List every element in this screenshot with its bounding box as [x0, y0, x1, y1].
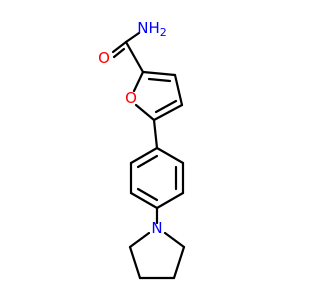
amide-nh-text: NH: [137, 19, 160, 37]
pyrrolidine-nitrogen-label: N: [151, 219, 162, 237]
bond-furan-c5-to-phenyl: [152, 118, 159, 150]
bond-pyrrolidine-bottom-left-c-to-left-c: [128, 245, 142, 280]
molecule-structure-diagram: NH2 O O N: [98, 19, 186, 280]
bond-benzene-6-1-double: [136, 154, 159, 169]
bond-benzene-4-5-double: [136, 187, 159, 202]
bond-carbonyl-c-to-furan-c2: [124, 40, 145, 74]
bond-furan-c2-to-c3: [141, 70, 177, 77]
bond-pyrrolidine-left-c-to-n: [128, 231, 151, 249]
furan-oxygen-label: O: [125, 89, 137, 107]
bond-pyrrolidine-n-to-right-c: [163, 231, 186, 249]
amide-nh2-label: NH2: [137, 19, 167, 39]
bond-furan-c2-to-o: [132, 70, 145, 93]
bond-furan-c4-to-c5: [152, 103, 184, 122]
carbonyl-oxygen-label: O: [98, 49, 110, 67]
bond-benzene-4-5: [129, 191, 159, 210]
bond-benzene-3-4: [155, 191, 185, 210]
atom-labels: NH2 O O N: [98, 19, 167, 237]
bond-pyrrolidine-right-c-to-bottom-right-c: [172, 245, 186, 280]
bond-furan-c2-to-c3-double: [147, 77, 172, 83]
bond-benzene-1-2: [155, 146, 185, 165]
bond-furan-c5-to-o: [134, 103, 156, 122]
amide-nh2-subscript: 2: [160, 26, 167, 39]
bond-furan-c4-to-c5-double: [154, 99, 178, 114]
bond-carbonyl-c-to-o-double: [111, 40, 128, 54]
bond-carbonyl-c-to-amide-n: [124, 31, 141, 44]
bond-benzene-6-1: [129, 146, 159, 165]
bond-carbonyl-c-to-o-double-2: [112, 47, 126, 59]
bond-lines: [111, 31, 186, 280]
bond-furan-c3-to-c4: [173, 73, 184, 107]
